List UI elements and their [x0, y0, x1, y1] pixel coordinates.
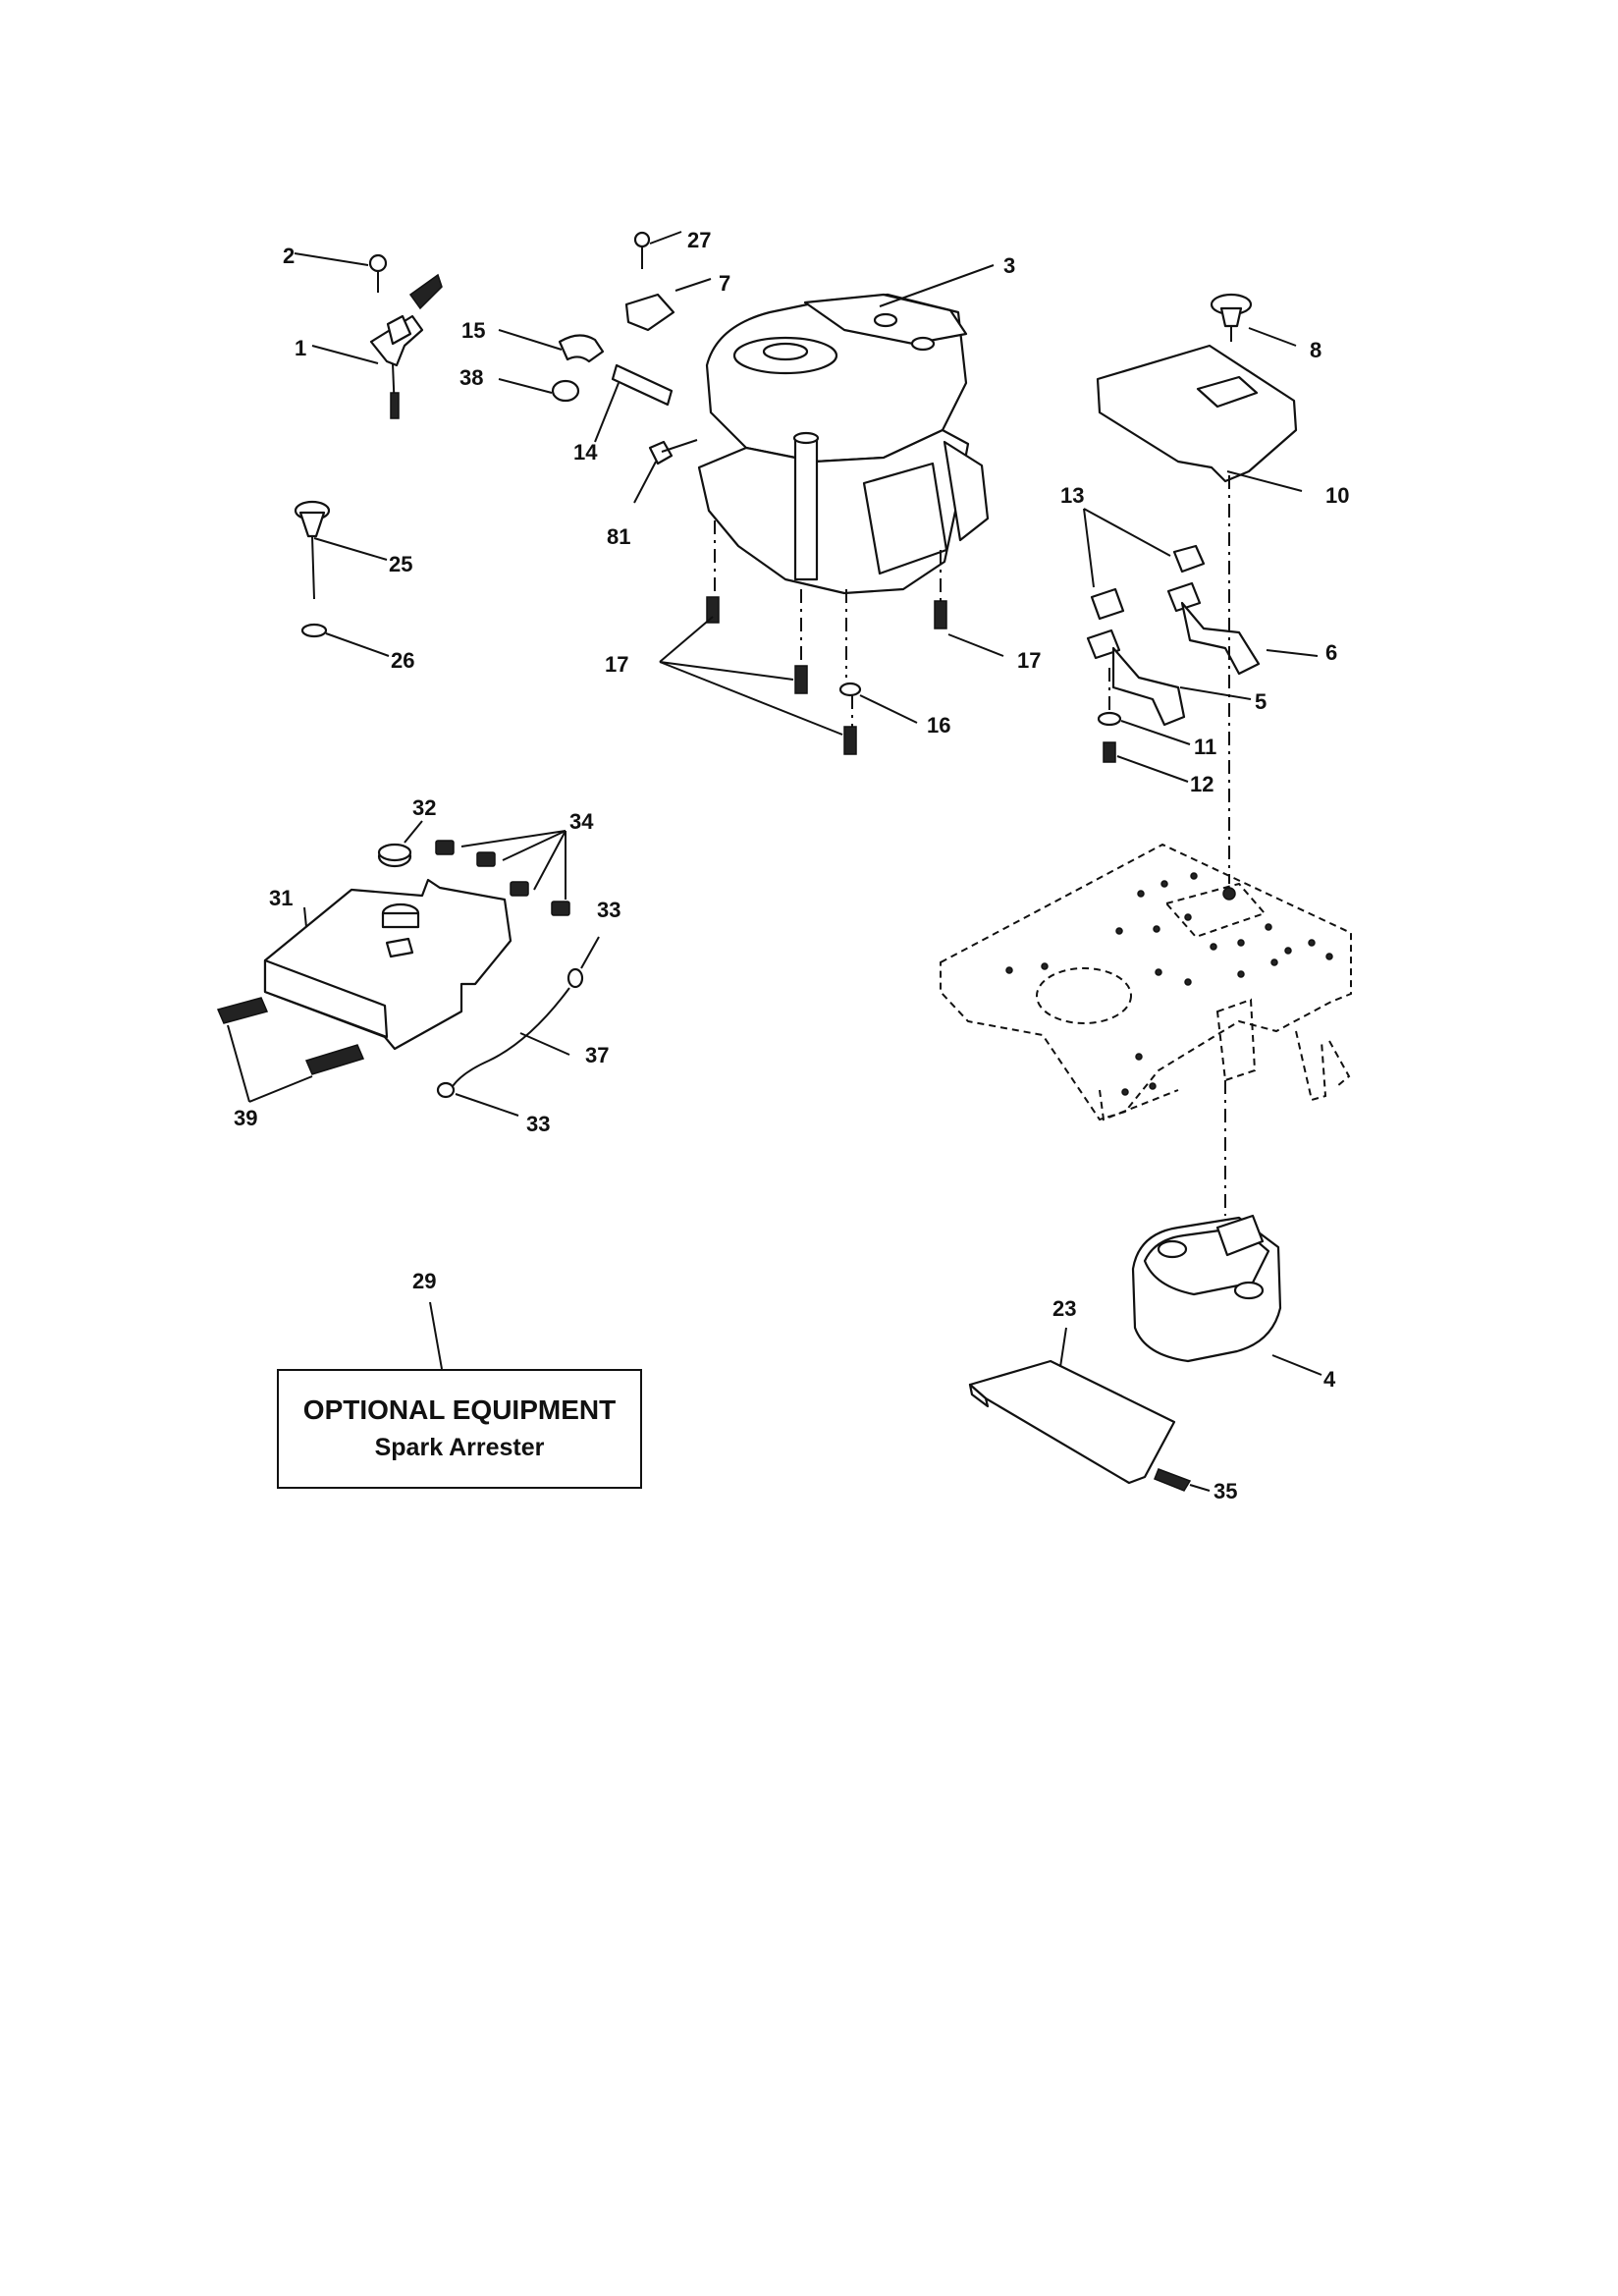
optional-equipment-title: OPTIONAL EQUIPMENT [302, 1394, 617, 1425]
callout-25: 25 [389, 552, 412, 576]
callout-31: 31 [269, 886, 293, 910]
callout-12: 12 [1190, 772, 1214, 796]
engine-part [697, 264, 995, 595]
callout-6: 6 [1325, 640, 1337, 665]
callout-16: 16 [927, 713, 950, 738]
callout-32: 32 [412, 795, 436, 820]
callout-8: 8 [1310, 338, 1321, 362]
callout-29: 29 [412, 1269, 436, 1293]
callout-10: 10 [1325, 483, 1349, 508]
callout-17-left: 17 [605, 652, 628, 677]
callout-27: 27 [687, 228, 711, 252]
fuel-fittings-parts [498, 231, 712, 504]
callout-4: 4 [1323, 1367, 1336, 1392]
callout-7: 7 [719, 271, 730, 296]
heat-shield-part [1096, 293, 1303, 492]
callout-2: 2 [283, 244, 295, 268]
callout-5: 5 [1255, 689, 1267, 714]
throttle-control-part [294, 252, 443, 419]
callout-1: 1 [295, 336, 306, 360]
callout-13: 13 [1060, 483, 1084, 508]
callout-23: 23 [1052, 1296, 1076, 1321]
callout-81: 81 [607, 524, 630, 549]
tractor-chassis [940, 475, 1352, 1216]
callout-14: 14 [573, 440, 598, 465]
spark-arrester-label: Spark Arrester [374, 1434, 545, 1461]
callout-11: 11 [1194, 735, 1216, 759]
callout-3: 3 [1003, 253, 1015, 278]
muffler-part [1131, 1214, 1322, 1376]
callout-37: 37 [585, 1043, 609, 1067]
callout-39: 39 [234, 1106, 257, 1130]
callout-34: 34 [569, 809, 594, 834]
callout-33-top: 33 [597, 898, 620, 922]
callout-33-bottom: 33 [526, 1112, 550, 1136]
exhaust-pipes-parts [1083, 508, 1319, 783]
air-cleaner-parts [216, 820, 600, 1117]
engine-mount-bolts [659, 520, 1004, 755]
muffler-guard-part [968, 1327, 1211, 1492]
callout-35: 35 [1214, 1479, 1237, 1503]
callout-38: 38 [459, 365, 483, 390]
optional-equipment-box: OPTIONAL EQUIPMENT Spark Arrester [277, 1369, 642, 1489]
callout-15: 15 [461, 318, 485, 343]
leader-29 [429, 1301, 443, 1370]
callout-26: 26 [391, 648, 414, 673]
callout-17-right: 17 [1017, 648, 1041, 673]
choke-knob-part [294, 500, 390, 657]
